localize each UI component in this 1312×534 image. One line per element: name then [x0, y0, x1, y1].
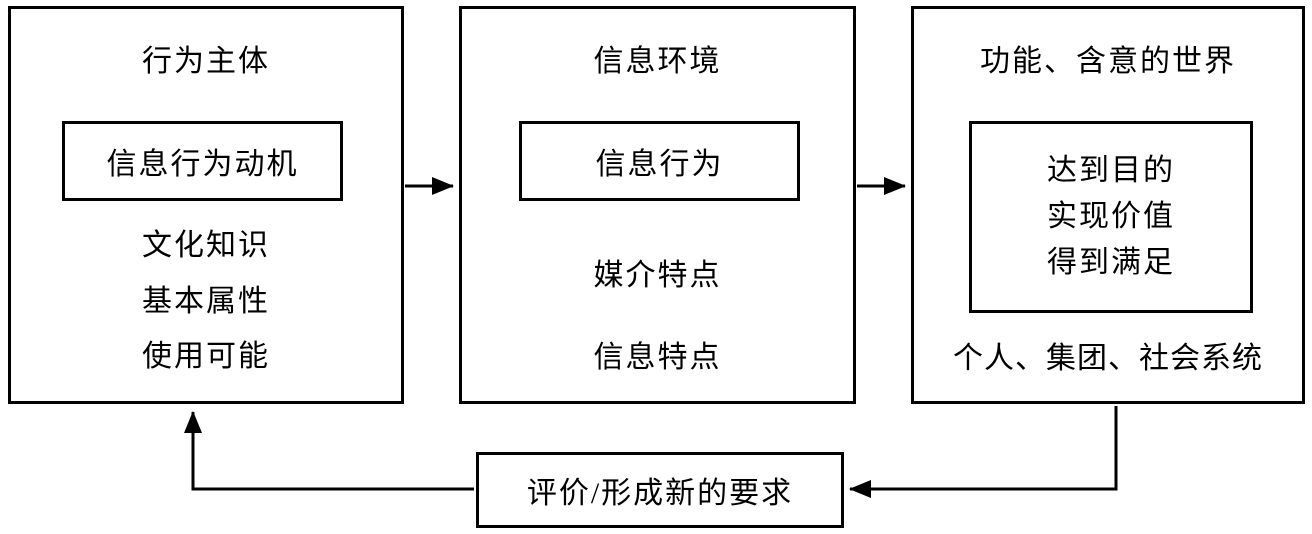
feedback-box-label: 评价/形成新的要求: [526, 477, 794, 510]
world-box-title: 功能、含意的世界: [980, 45, 1236, 78]
world-inner-line: 达到目的: [1047, 154, 1175, 187]
feedback-box: 评价/形成新的要求: [476, 452, 844, 528]
subject-item: 文化知识: [142, 229, 270, 262]
subject-item: 使用可能: [142, 340, 270, 373]
environment-item: 信息特点: [593, 341, 722, 374]
world-inner-box: 达到目的 实现价值 得到满足: [969, 121, 1253, 313]
subject-box: 行为主体 信息行为动机 文化知识 基本属性 使用可能: [8, 6, 404, 404]
world-inner-line: 实现价值: [1047, 200, 1175, 233]
subject-box-title: 行为主体: [142, 45, 270, 78]
subject-inner-box: 信息行为动机: [62, 121, 343, 201]
world-inner-line: 得到满足: [1047, 246, 1175, 279]
arrow-world-to-feedback: [849, 406, 1118, 498]
world-box-footer: 个人、集团、社会系统: [953, 342, 1263, 375]
environment-item: 媒介特点: [593, 259, 722, 292]
environment-inner-box: 信息行为: [519, 121, 800, 201]
arrow-feedback-to-subject: [184, 411, 474, 491]
environment-box-title: 信息环境: [593, 45, 722, 78]
world-box: 功能、含意的世界 达到目的 实现价值 得到满足 个人、集团、社会系统: [911, 6, 1305, 404]
subject-item: 基本属性: [142, 285, 270, 318]
environment-box: 信息环境 信息行为 媒介特点 信息特点: [459, 6, 856, 404]
